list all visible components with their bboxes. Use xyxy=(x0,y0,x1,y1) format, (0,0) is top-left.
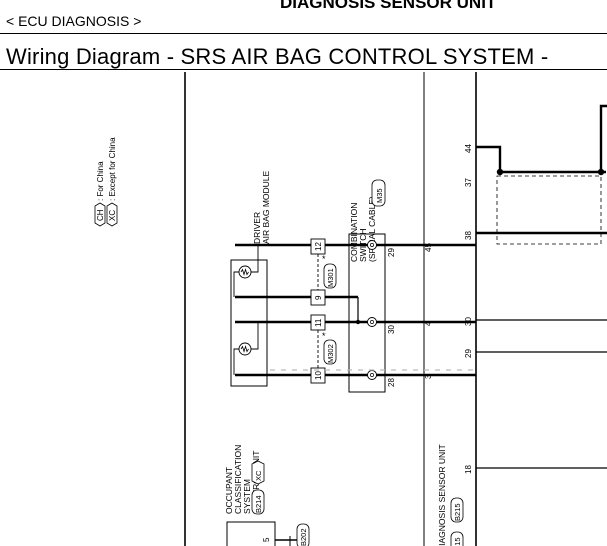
combination-switch-line1: COMBINATION xyxy=(349,203,359,262)
svg-text:B202: B202 xyxy=(299,528,308,546)
combination-switch-line3: (SPIRAL CABLE) xyxy=(367,196,377,262)
legend-xc-code: XC xyxy=(108,210,117,221)
driver-pin-11: 11 xyxy=(310,314,326,331)
sensor-pin-44: 44 xyxy=(464,144,473,153)
squib-1-wire-a xyxy=(251,245,259,273)
combination-switch-line2: SWITCH xyxy=(358,228,368,262)
svg-text:29: 29 xyxy=(387,248,396,257)
wire-37-up xyxy=(599,104,607,172)
sensor-pin-37: 37 xyxy=(464,178,473,187)
shield-box xyxy=(496,175,602,245)
svg-text:M15: M15 xyxy=(453,537,462,546)
legend: CH : For China XC : Except for China xyxy=(94,137,118,227)
junction-37-right xyxy=(597,168,605,176)
wire-number-4: 4 xyxy=(424,321,433,326)
driver-pin-10: 10 xyxy=(310,367,326,384)
svg-text:12: 12 xyxy=(314,242,323,251)
wire-number-3: 3 xyxy=(424,374,433,379)
squib-1-wire-b xyxy=(233,271,239,297)
section-header: DIAGNOSIS SENSOR UNIT xyxy=(280,0,497,12)
connector-b202: B202 xyxy=(296,523,310,546)
wire-number-45: 45 xyxy=(424,243,433,252)
spiral-terminal-30: 30 xyxy=(367,317,396,334)
spiral-terminal-28: 28 xyxy=(367,370,396,387)
squib-2-wire-a xyxy=(251,322,259,350)
connector-m15: M15 xyxy=(450,531,464,546)
driver-pin-12: 12 xyxy=(310,238,326,255)
occupant-unit-box xyxy=(226,521,276,546)
splice-node xyxy=(355,319,361,325)
connector-b214: B214 xyxy=(251,489,265,515)
occupant-line1: OCCUPANT xyxy=(224,467,234,514)
svg-text:M35: M35 xyxy=(375,188,384,203)
driver-module-line1: DRIVER xyxy=(252,212,262,244)
connector-m302: M302 xyxy=(323,339,337,365)
sensor-pin-30: 30 xyxy=(464,317,473,326)
breadcrumb[interactable]: < ECU DIAGNOSIS > xyxy=(6,13,142,29)
svg-text:28: 28 xyxy=(387,378,396,387)
sensor-pin-29: 29 xyxy=(464,349,473,358)
driver-pin-9: 9 xyxy=(310,289,326,306)
spiral-cable-box xyxy=(348,233,386,393)
connector-m301: M301 xyxy=(323,263,337,289)
connector-b215: B215 xyxy=(450,497,464,523)
squib-1-resistor xyxy=(240,268,249,276)
svg-text:10: 10 xyxy=(314,371,323,380)
squib-2-resistor xyxy=(240,345,249,353)
svg-text:B215: B215 xyxy=(453,503,462,521)
legend-ch-code: CH xyxy=(96,209,105,221)
title-divider xyxy=(0,69,607,70)
driver-airbag-module-label: DRIVER AIR BAG MODULE xyxy=(252,170,271,244)
sensor-pin-18: 18 xyxy=(464,465,473,474)
legend-xc-symbol xyxy=(106,202,118,227)
shorting-mark-lower: * xyxy=(322,331,326,341)
occupant-line2: CLASSIFICATION xyxy=(233,445,243,514)
header-divider xyxy=(0,33,607,34)
squib-2-wire-b xyxy=(233,348,239,375)
occupant-line3: SYSTEM xyxy=(242,479,252,514)
page-title: Wiring Diagram - SRS AIR BAG CONTROL SYS… xyxy=(6,44,549,69)
diagnosis-unit-label: DIAGNOSIS SENSOR UNIT xyxy=(437,444,447,546)
svg-text:9: 9 xyxy=(314,295,323,300)
wire-44-37 xyxy=(476,145,606,174)
spiral-terminal-29: 29 xyxy=(367,240,396,257)
svg-text:XC: XC xyxy=(254,470,263,481)
legend-xc-text: : Except for China xyxy=(108,137,117,201)
driver-module-line2: AIR BAG MODULE xyxy=(261,170,271,244)
legend-ch-text: : For China xyxy=(96,161,105,201)
svg-text:11: 11 xyxy=(314,318,323,327)
sensor-pin-38: 38 xyxy=(464,231,473,240)
junction-37-left xyxy=(496,168,504,176)
shorting-mark-upper: * xyxy=(322,254,326,264)
svg-text:30: 30 xyxy=(387,325,396,334)
svg-text:B214: B214 xyxy=(254,495,263,513)
legend-ch-symbol xyxy=(94,202,106,227)
svg-text:M302: M302 xyxy=(326,344,335,363)
occupant-variant-xc: XC xyxy=(251,460,265,485)
connector-m35: M35 xyxy=(371,179,386,207)
svg-text:M301: M301 xyxy=(326,268,335,287)
combination-switch-label: COMBINATION SWITCH (SPIRAL CABLE) xyxy=(349,196,377,262)
occupant-pin-5: 5 xyxy=(262,537,271,542)
